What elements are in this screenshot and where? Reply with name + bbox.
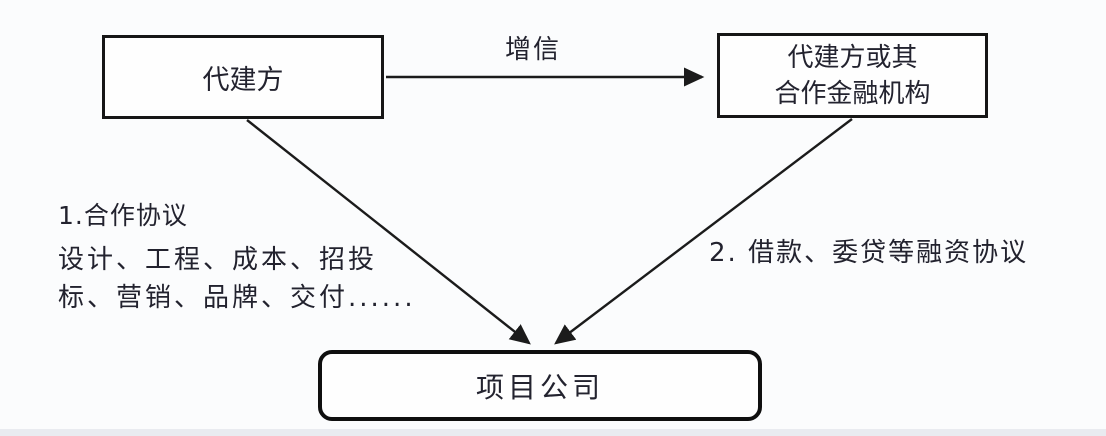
cooperation-arrow xyxy=(246,119,531,345)
financing-agreement-label: 2. 借款、委贷等融资协议 xyxy=(709,238,1029,268)
bottom-strip xyxy=(0,429,1106,436)
node-agent-builder: 代建方 xyxy=(102,35,384,119)
node-project-company-label: 项目公司 xyxy=(475,370,604,404)
cooperation-agreement-label: 1.合作协议 xyxy=(58,201,188,230)
financing-arrow xyxy=(554,118,853,345)
node-financial-institution-label: 代建方或其 合作金融机构 xyxy=(774,42,931,109)
credit-enhancement-label: 增信 xyxy=(505,35,562,65)
cooperation-agreement-detail: 设计、工程、成本、招投 标、营销、品牌、交付...... xyxy=(58,245,416,313)
node-project-company: 项目公司 xyxy=(318,350,762,421)
node-financial-institution: 代建方或其 合作金融机构 xyxy=(717,33,988,118)
node-agent-builder-label: 代建方 xyxy=(202,64,284,96)
